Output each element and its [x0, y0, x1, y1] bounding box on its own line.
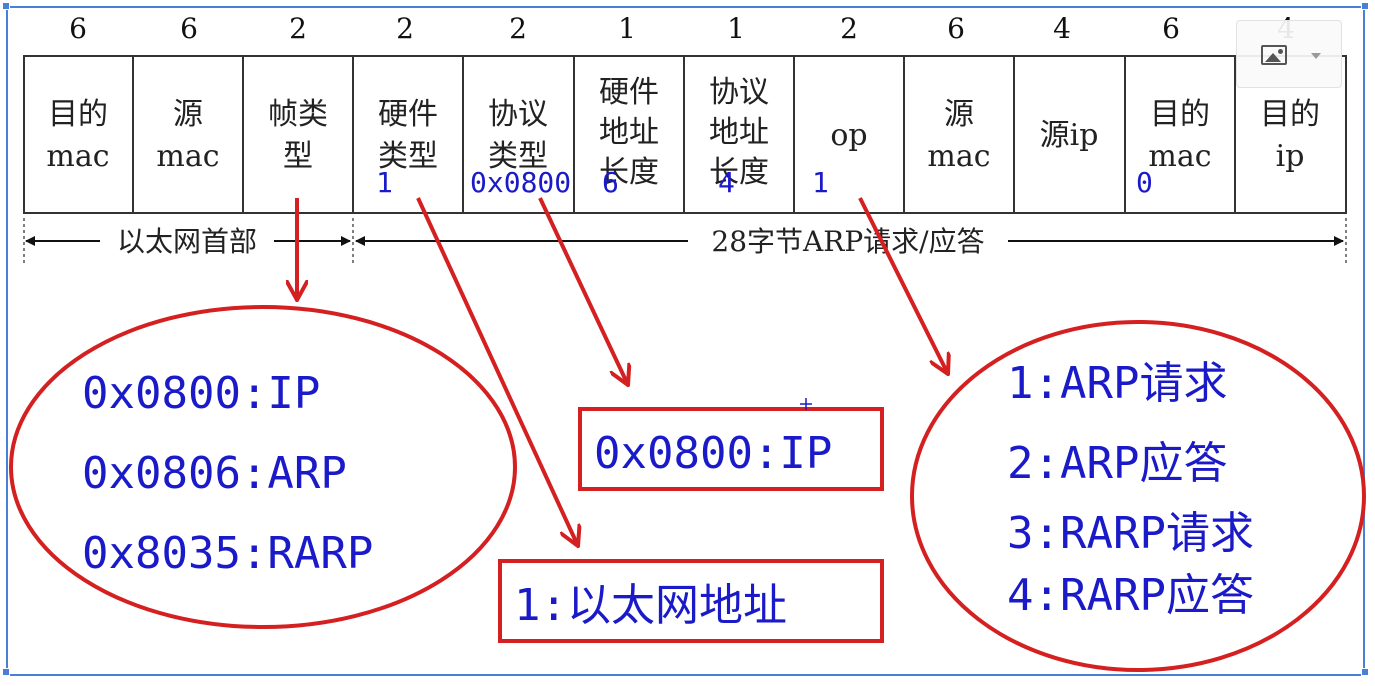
- op-values: 1:ARP请求 2:ARP应答 3:RARP请求 4:RARP应答: [910, 320, 1366, 672]
- hardware-type-value: 1:以太网地址: [514, 580, 787, 631]
- byte-count: 6: [69, 12, 87, 45]
- field-label: mac: [156, 139, 219, 174]
- field-label: 硬件: [599, 75, 659, 110]
- byte-count: 1: [727, 12, 745, 45]
- resize-handle-top-left[interactable]: [2, 2, 10, 10]
- overlay-value: 4: [718, 166, 735, 199]
- ethernet-header-label: 以太网首部: [117, 225, 257, 258]
- protocol-type-arrow: [538, 197, 628, 385]
- frame-type-value: 0x0806:ARP: [82, 448, 347, 499]
- byte-count: 4: [1053, 12, 1071, 45]
- field-label: 类型: [488, 139, 548, 174]
- protocol-type-value-box: 0x0800:IP: [578, 407, 884, 491]
- chevron-down-icon: [1311, 53, 1321, 59]
- overlay-value: 6: [602, 166, 619, 199]
- op-value: 4:RARP应答: [1007, 570, 1254, 621]
- field-label: ip: [1276, 139, 1305, 174]
- field-label: 目的: [1260, 97, 1320, 132]
- resize-handle-bottom-left[interactable]: [2, 668, 10, 676]
- field-label: mac: [1148, 139, 1211, 174]
- overlay-value: 1: [812, 166, 829, 199]
- frame-type-value: 0x0800:IP: [82, 368, 320, 419]
- frame-type-values: 0x0800:IP 0x0806:ARP 0x8035:RARP: [9, 305, 517, 629]
- selection-frame[interactable]: [6, 6, 1365, 676]
- arp-body-label: 28字节ARP请求/应答: [711, 225, 984, 258]
- field-label: 类型: [378, 139, 438, 174]
- field-label: 长度: [599, 155, 659, 190]
- byte-count: 2: [840, 12, 858, 45]
- field-label: 目的: [48, 97, 108, 132]
- cursor-crosshair: [800, 398, 812, 410]
- field-label: mac: [46, 139, 109, 174]
- overlay-value: 0: [1136, 166, 1153, 199]
- field-label: 硬件: [378, 97, 438, 132]
- annotation-arrows: [297, 197, 948, 546]
- field-table: 目的 mac 源 mac 帧类 型 硬件 类型 协议 类型 硬件 地址 长度 协…: [23, 55, 1347, 214]
- op-arrow: [858, 197, 948, 374]
- field-label: mac: [927, 139, 990, 174]
- byte-count: 2: [289, 12, 307, 45]
- resize-handle-top-right[interactable]: [1361, 2, 1369, 10]
- op-value: 1:ARP请求: [1007, 358, 1227, 409]
- field-label: 源: [944, 97, 974, 132]
- hardware-type-arrow: [416, 197, 578, 546]
- frame-type-value: 0x8035:RARP: [82, 528, 373, 579]
- field-label: 地址: [599, 115, 659, 150]
- overlay-values: 1 0x0800 6 4 1 0: [376, 166, 1153, 199]
- field-label: 目的: [1150, 97, 1210, 132]
- field-label: op: [830, 118, 867, 153]
- byte-count-row: 6 6 2 2 2 1 1 2 6 4 6 4: [69, 12, 1295, 45]
- byte-count: 6: [947, 12, 965, 45]
- byte-count: 6: [1162, 12, 1180, 45]
- span-indicators: 以太网首部 28字节ARP请求/应答: [23, 218, 1347, 266]
- field-label: 协议: [488, 97, 548, 132]
- protocol-type-box: [578, 407, 884, 491]
- op-value: 3:RARP请求: [1007, 508, 1254, 559]
- field-label: 源ip: [1040, 118, 1099, 153]
- field-label: 地址: [709, 115, 769, 150]
- field-label: 源: [173, 97, 203, 132]
- hardware-type-value-box: 1:以太网地址: [498, 559, 884, 643]
- image-icon: [1261, 45, 1287, 65]
- byte-count: 2: [396, 12, 414, 45]
- field-label: 协议: [709, 75, 769, 110]
- byte-count: 6: [180, 12, 198, 45]
- image-options-button[interactable]: [1236, 20, 1342, 88]
- overlay-value: 1: [376, 166, 393, 199]
- frame-type-ellipse: [9, 305, 517, 629]
- op-value: 2:ARP应答: [1007, 438, 1227, 489]
- op-ellipse: [910, 320, 1366, 672]
- overlay-value: 0x0800: [470, 166, 571, 199]
- byte-count: 2: [509, 12, 527, 45]
- byte-count: 1: [618, 12, 636, 45]
- hardware-type-box: [498, 559, 884, 643]
- field-label: 型: [283, 139, 313, 174]
- protocol-type-value: 0x0800:IP: [594, 428, 832, 479]
- field-label: 帧类: [268, 97, 328, 132]
- resize-handle-bottom-right[interactable]: [1361, 668, 1369, 676]
- field-label: 长度: [709, 155, 769, 190]
